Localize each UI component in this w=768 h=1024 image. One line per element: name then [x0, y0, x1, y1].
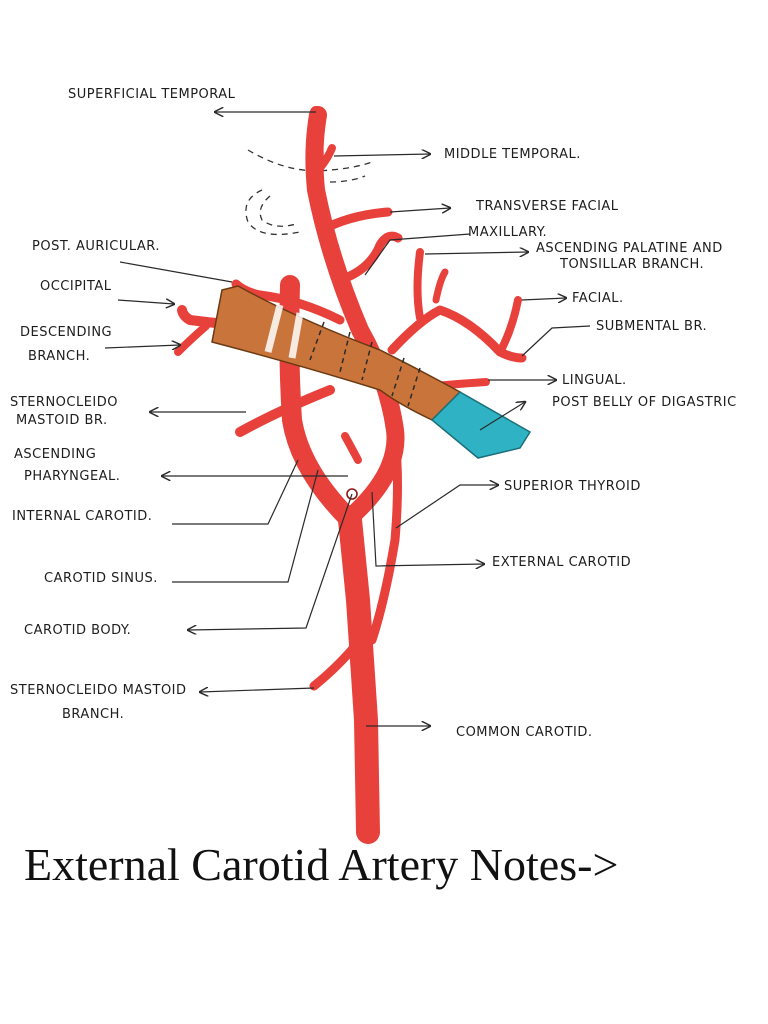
label-sternocleido-2: MASTOID BR. [16, 413, 108, 428]
label-superior-thyroid: SUPERIOR THYROID [504, 479, 641, 494]
ascending-pharyngeal-branch [345, 436, 358, 460]
label-descending-2: BRANCH. [28, 349, 90, 364]
label-sternocleido-1: STERNOCLEIDO [10, 395, 118, 410]
caption-title: External Carotid Artery Notes-> [24, 838, 754, 891]
label-superficial-temporal: SUPERFICIAL TEMPORAL [68, 87, 236, 102]
label-facial: FACIAL. [572, 291, 624, 306]
label-submental: SUBMENTAL BR. [596, 319, 707, 334]
label-lingual: LINGUAL. [562, 373, 627, 388]
label-ascending-palatine-1: ASCENDING PALATINE AND [536, 241, 723, 256]
label-middle-temporal: MIDDLE TEMPORAL. [444, 147, 581, 162]
transverse-facial-branch [322, 212, 388, 230]
label-occipital: OCCIPITAL [40, 279, 112, 294]
label-sternocleidomastoid-lower-1: STERNOCLEIDO MASTOID [10, 683, 187, 698]
label-carotid-body: CAROTID BODY. [24, 623, 131, 638]
label-ascending-pharyngeal-2: PHARYNGEAL. [24, 469, 120, 484]
label-post-auricular: POST. AURICULAR. [32, 239, 160, 254]
label-post-belly-digastric: POST BELLY OF DIGASTRIC [552, 395, 737, 410]
common-carotid-artery [350, 520, 368, 832]
digastric-muscle [212, 286, 530, 458]
label-ascending-palatine-2: TONSILLAR BRANCH. [559, 257, 704, 272]
artery-tree [178, 112, 522, 832]
label-carotid-sinus: CAROTID SINUS. [44, 571, 158, 586]
label-transverse-facial: TRANSVERSE FACIAL [475, 199, 619, 214]
label-external-carotid: EXTERNAL CAROTID [492, 555, 631, 570]
label-ascending-pharyngeal-1: ASCENDING [14, 447, 96, 462]
label-maxillary: MAXILLARY. [468, 225, 547, 240]
label-internal-carotid: INTERNAL CAROTID. [12, 509, 152, 524]
maxillary-branch [340, 236, 398, 280]
label-descending-1: DESCENDING [20, 325, 112, 340]
label-common-carotid: COMMON CAROTID. [456, 725, 592, 740]
label-sternocleidomastoid-lower-2: BRANCH. [62, 707, 124, 722]
